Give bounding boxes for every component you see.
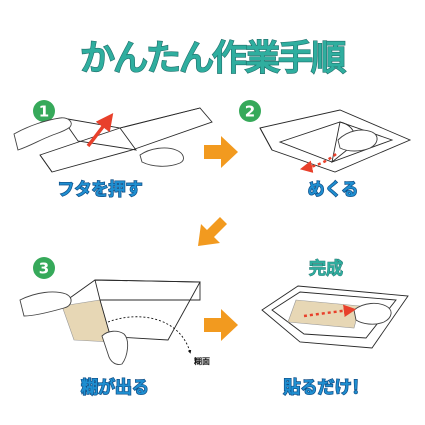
step-1-illustration: [13, 107, 213, 173]
step-2-badge: [239, 100, 261, 122]
step-3-caption: 糊が出る: [81, 377, 149, 398]
arrow-right-icon: [204, 136, 238, 168]
hand-icon: [13, 117, 72, 151]
step-1-badge: [33, 100, 55, 122]
arrow-right-icon: [204, 309, 238, 341]
step-3-badge: [33, 257, 55, 279]
step-1: 1 フタを押す: [13, 100, 213, 201]
step-3-number: 3: [39, 260, 49, 278]
step-2: 2 めくる: [239, 100, 412, 201]
complete-caption: 貼るだけ！: [283, 377, 369, 398]
step-complete: 完成 貼るだけ！: [261, 258, 409, 399]
step-1-number: 1: [39, 103, 49, 121]
step-2-number: 2: [245, 103, 255, 121]
glue-surface-label: 糊面: [194, 356, 210, 366]
red-arrow-icon: [86, 113, 114, 148]
step-complete-illustration: [261, 285, 409, 349]
step-3-illustration: [19, 279, 201, 365]
complete-label: 完成: [309, 258, 343, 279]
step-2-illustration: [259, 109, 412, 173]
red-arrow-icon: [299, 153, 337, 173]
page-title: かんたん作業手順: [80, 39, 346, 79]
arrow-down-left-icon: [198, 217, 227, 246]
step-1-caption: フタを押す: [58, 179, 143, 200]
red-arrow-icon: [303, 304, 357, 318]
step-2-caption: めくる: [308, 180, 359, 200]
step-3: 3 糊面 糊が出る: [19, 257, 210, 399]
